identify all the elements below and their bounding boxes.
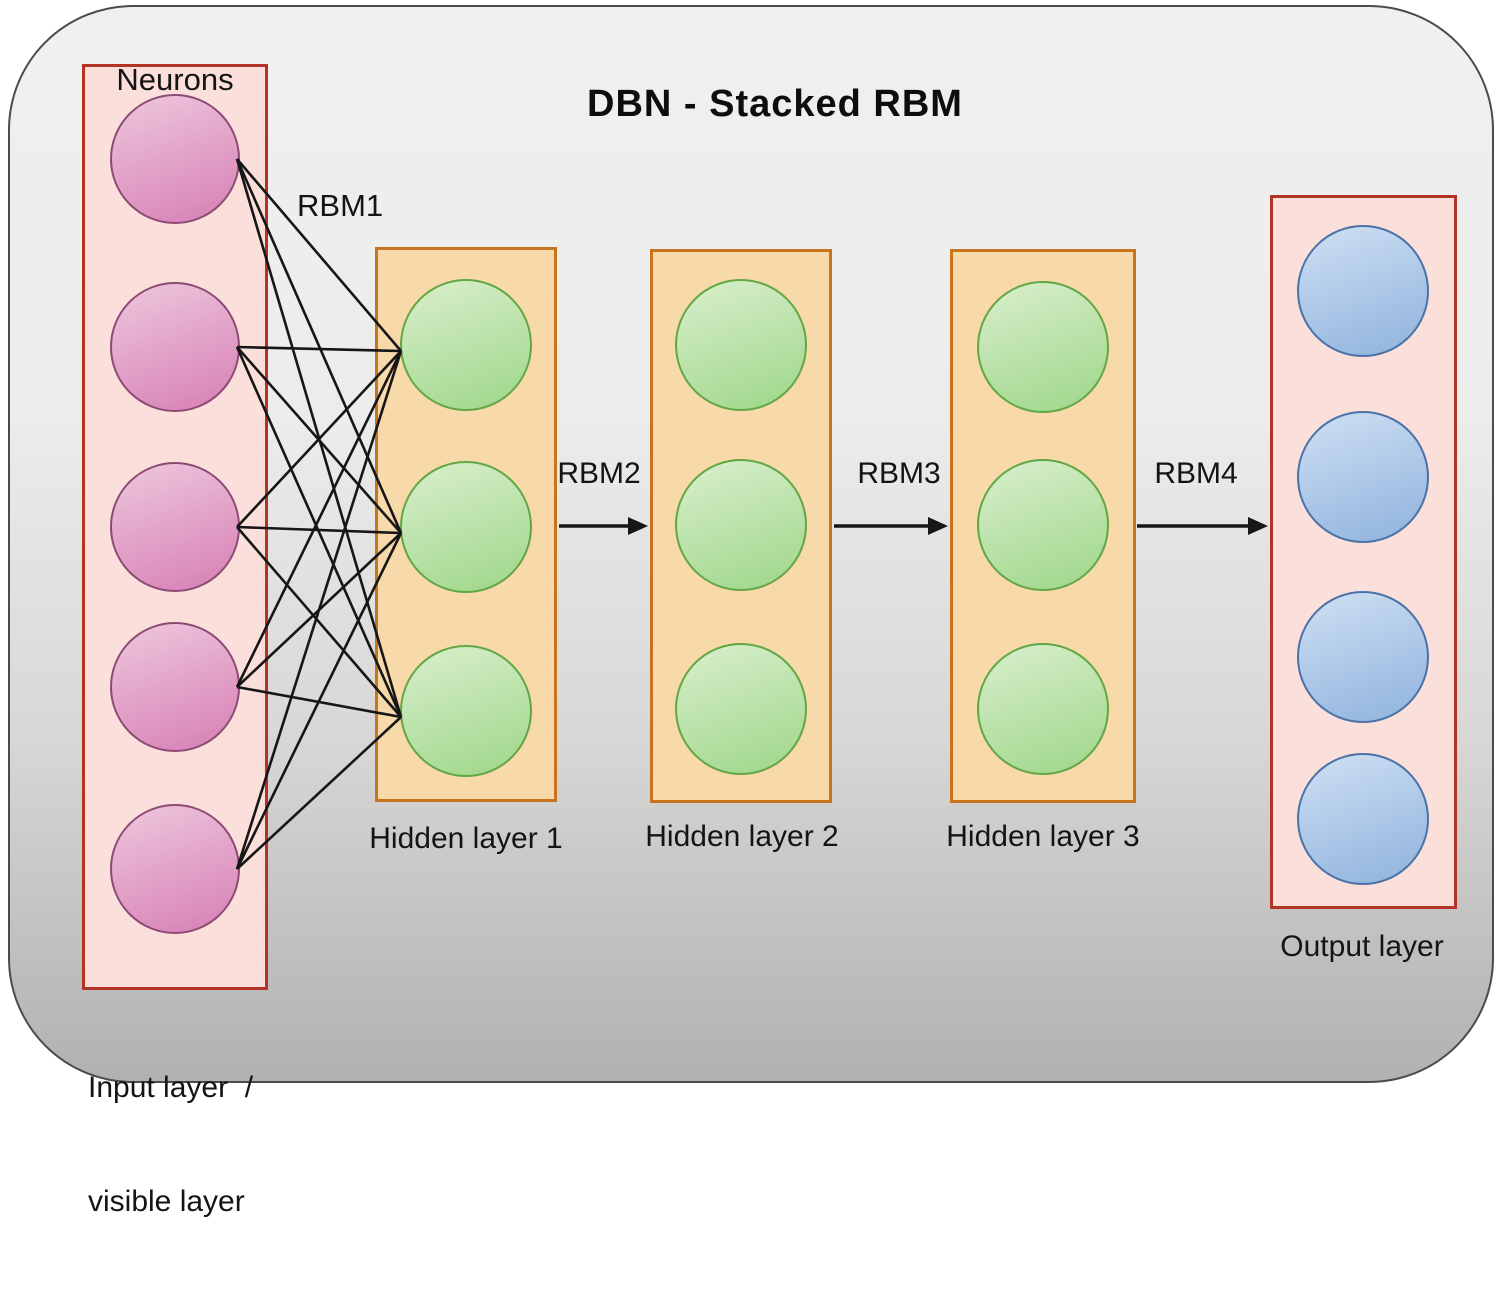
hidden-neuron-node	[977, 281, 1109, 413]
hidden-neuron-node	[977, 643, 1109, 775]
output-neuron-node	[1297, 225, 1429, 357]
hidden-neuron-node	[400, 645, 532, 777]
output-neuron-node	[1297, 411, 1429, 543]
input-layer-label-line2: visible layer	[88, 1185, 245, 1218]
hidden-neuron-node	[977, 459, 1109, 591]
input-neuron-node	[110, 462, 240, 592]
hidden-neuron-node	[675, 459, 807, 591]
input-neuron-node	[110, 282, 240, 412]
input-layer-label-line1: Input layer /	[88, 1071, 254, 1104]
output-neuron-node	[1297, 591, 1429, 723]
hidden-neuron-node	[400, 461, 532, 593]
diagram-canvas: DBN - Stacked RBM Neurons RBM1 RBM2 RBM3…	[8, 5, 1494, 1218]
input-neuron-node	[110, 94, 240, 224]
rbm-arrow-head	[928, 517, 948, 535]
input-layer-label: Input layer / visible layer	[88, 993, 253, 1297]
rbm1-label: RBM1	[297, 188, 384, 223]
hidden-layer-3-label: Hidden layer 3	[946, 820, 1140, 853]
output-layer-label: Output layer	[1280, 930, 1444, 963]
output-neuron-node	[1297, 753, 1429, 885]
rbm-arrow-head	[1248, 517, 1268, 535]
neurons-label: Neurons	[116, 62, 234, 97]
input-neuron-node	[110, 804, 240, 934]
hidden-layer-1-label: Hidden layer 1	[369, 822, 563, 855]
diagram-title: DBN - Stacked RBM	[587, 83, 963, 125]
input-neuron-node	[110, 622, 240, 752]
hidden-neuron-node	[675, 643, 807, 775]
rbm2-label: RBM2	[557, 457, 641, 490]
rbm-arrow-head	[628, 517, 648, 535]
hidden-neuron-node	[400, 279, 532, 411]
rbm3-label: RBM3	[857, 457, 941, 490]
rbm4-label: RBM4	[1154, 457, 1238, 490]
hidden-neuron-node	[675, 279, 807, 411]
hidden-layer-2-label: Hidden layer 2	[645, 820, 839, 853]
